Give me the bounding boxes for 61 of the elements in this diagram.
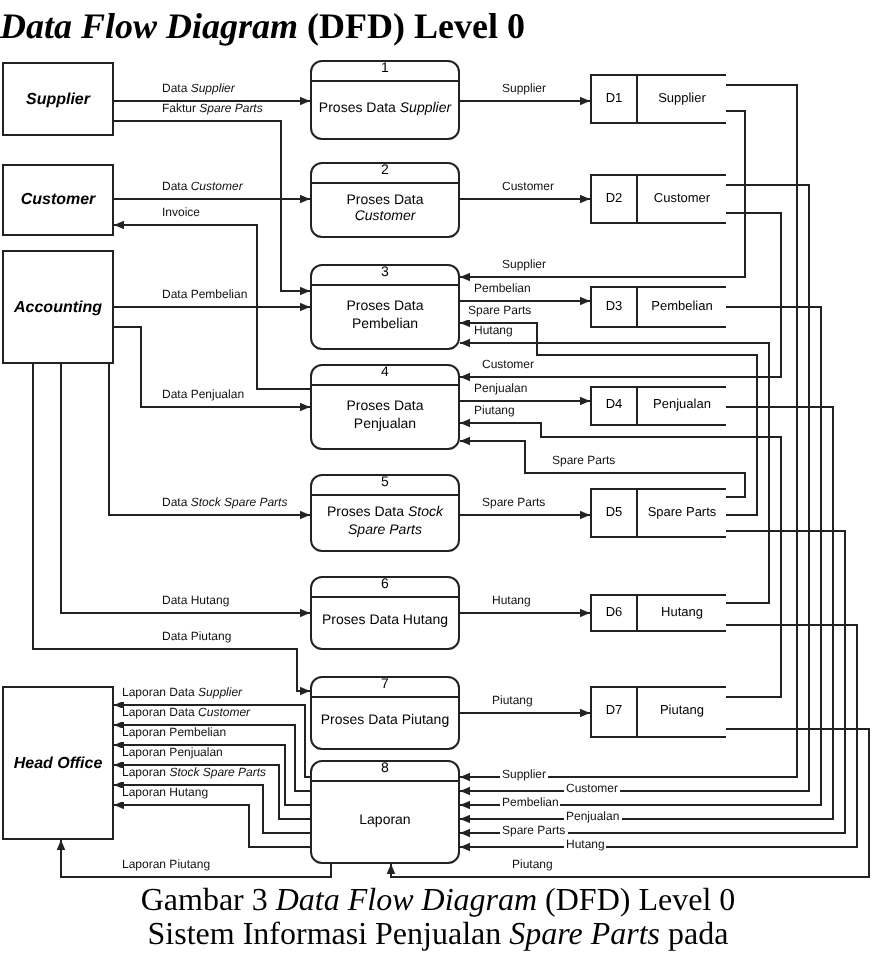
external-entity-box xyxy=(2,164,114,236)
data-flow-arrow xyxy=(32,363,311,696)
data-flow-arrow xyxy=(459,212,782,382)
process-box xyxy=(310,364,460,450)
data-flow-arrow xyxy=(459,708,591,718)
external-entity-box xyxy=(2,62,114,136)
process-box xyxy=(310,264,460,350)
data-flow-arrow xyxy=(459,406,834,824)
data-flow-arrow xyxy=(113,800,311,848)
data-store xyxy=(590,686,726,738)
data-flow-arrow xyxy=(459,84,798,782)
process-box xyxy=(310,474,460,552)
data-store xyxy=(590,286,726,328)
entity-name: Supplier xyxy=(25,89,90,109)
data-flow-arrow xyxy=(113,700,311,778)
process-box xyxy=(310,676,460,750)
data-flow-arrow xyxy=(113,194,311,204)
data-store xyxy=(590,386,726,426)
data-store xyxy=(590,594,726,632)
entity-name: Customer xyxy=(20,190,96,210)
data-flow-arrow xyxy=(113,120,311,296)
figure-caption: Gambar 3 Data Flow Diagram (DFD) Level 0 Sistem Informasi Penjualan Spare Parts pada xyxy=(138,884,738,952)
data-flow-arrow xyxy=(60,363,311,618)
process-box xyxy=(310,60,460,140)
data-flow-arrow xyxy=(459,318,758,516)
process-box xyxy=(310,576,460,650)
data-flow-arrow xyxy=(113,326,311,412)
data-flow-arrow xyxy=(386,728,870,878)
data-flow-arrow xyxy=(459,184,810,796)
data-flow-arrow xyxy=(108,363,311,520)
data-flow-arrow xyxy=(113,760,311,820)
data-flow-arrow xyxy=(459,624,858,852)
process-box xyxy=(310,760,460,864)
data-flow-arrow xyxy=(459,110,746,282)
data-flow-arrow xyxy=(459,510,591,520)
data-flow-arrow xyxy=(459,608,591,618)
data-flow-arrow xyxy=(459,418,782,698)
data-flow-arrow xyxy=(459,338,770,604)
data-flow-arrow xyxy=(56,839,332,878)
entity-name: Accounting xyxy=(14,297,102,317)
external-entity-box xyxy=(2,250,114,364)
data-store xyxy=(590,174,726,224)
data-store xyxy=(590,74,726,124)
diagram-title: Data Flow Diagram (DFD) Level 0 xyxy=(0,6,525,48)
data-flow-arrow xyxy=(459,306,822,810)
data-flow-arrow xyxy=(459,436,746,498)
data-flow-arrow xyxy=(113,220,311,390)
data-flow-arrow xyxy=(113,720,311,792)
data-flow-arrow xyxy=(459,296,591,306)
data-store xyxy=(590,488,726,538)
data-flow-arrow xyxy=(459,396,591,406)
process-box xyxy=(310,162,460,238)
data-flow-arrow xyxy=(113,302,311,312)
data-flow-arrow xyxy=(459,96,591,106)
external-entity-box xyxy=(2,686,114,840)
data-flow-arrow xyxy=(459,530,846,838)
data-flow-arrow xyxy=(113,740,311,806)
data-flow-arrow xyxy=(113,96,311,106)
entity-name: Head Office xyxy=(13,753,103,773)
data-flow-arrow xyxy=(459,194,591,204)
data-flow-arrow xyxy=(113,780,311,834)
